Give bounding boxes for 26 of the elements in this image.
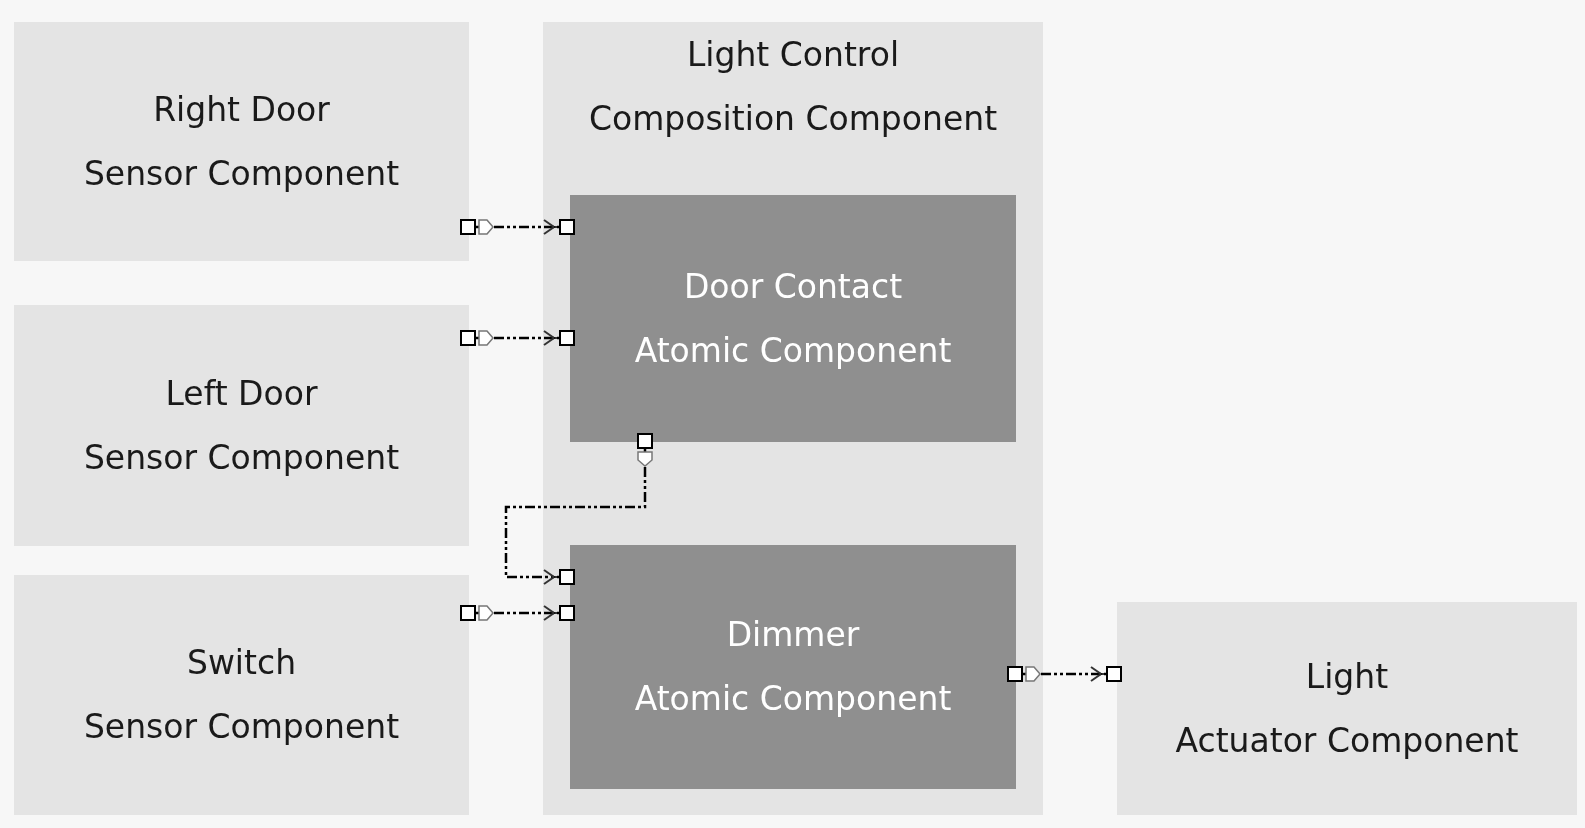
port-connector [504, 433, 653, 585]
component-name: Switch [186, 642, 297, 684]
component-box [14, 305, 469, 546]
component-name: Left Door [165, 372, 318, 415]
port-connector [460, 219, 575, 235]
component-box [1117, 602, 1577, 815]
component-name: Light [1305, 655, 1389, 698]
atomic-component-box [570, 195, 1016, 442]
component-type: Sensor Component [83, 436, 400, 479]
component-box [14, 575, 469, 815]
composition-box [543, 22, 1043, 815]
component-type: Sensor Component [83, 706, 400, 748]
component-type: Atomic Component [634, 678, 952, 720]
component-type: Actuator Component [1175, 719, 1519, 762]
component-name: Door Contact [683, 265, 903, 308]
component-type: Sensor Component [83, 152, 400, 195]
component-name: Right Door [153, 88, 330, 131]
atomic-component-box [570, 545, 1016, 789]
component-name: Dimmer [726, 614, 860, 656]
port-connector [1007, 666, 1122, 682]
component-type: Composition Component [588, 98, 998, 140]
component-name: Light Control [686, 34, 900, 76]
component-box [14, 22, 469, 261]
port-connector [460, 605, 575, 621]
component-type: Atomic Component [634, 329, 952, 372]
port-connector [460, 330, 575, 346]
